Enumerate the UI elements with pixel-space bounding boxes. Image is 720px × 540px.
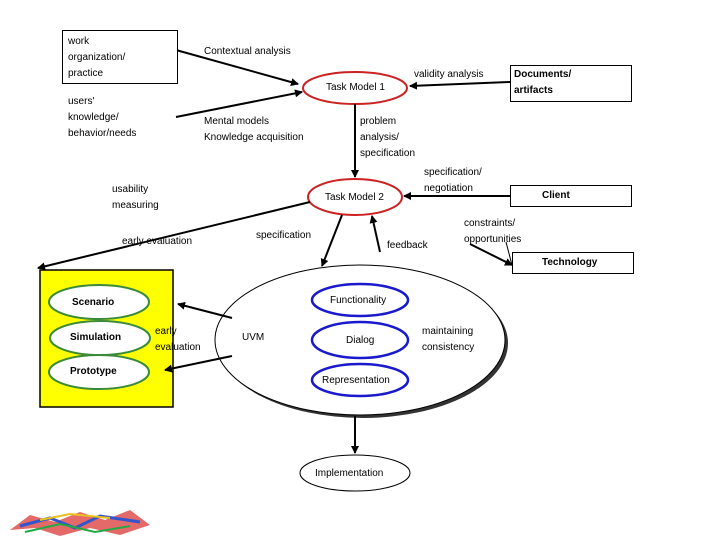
constraints-label: constraints/ opportunities (464, 218, 522, 245)
client-text: Client (542, 190, 570, 201)
early-evaluation-side-label: early evaluation (155, 326, 201, 353)
implementation-node (299, 454, 411, 492)
simulation-text: Simulation (70, 332, 122, 343)
logo-image (10, 510, 150, 536)
representation-text: Representation (322, 375, 390, 386)
arrow-feedback-to-tm2 (369, 215, 381, 253)
specification-label: specification (256, 230, 312, 241)
arrow-constraints (469, 243, 513, 266)
scenario-text: Scenario (72, 297, 115, 308)
early-evaluation-top-label: early evaluation (122, 236, 193, 247)
dialog-text: Dialog (346, 335, 375, 346)
usability-measuring-label: usability measuring (112, 184, 159, 211)
line-technology (505, 241, 513, 266)
technology-box (512, 252, 634, 274)
mental-models-label: Mental models Knowledge acquisition (204, 116, 304, 143)
scenario-node (48, 284, 150, 320)
maintaining-consistency-label: maintaining consistency (422, 326, 475, 353)
prototype-node (48, 354, 150, 390)
feedback-label: feedback (387, 240, 428, 251)
work-organization-text: work organization/ practice (68, 36, 126, 79)
arrow-docs-to-tm1 (409, 81, 511, 90)
dialog-node (310, 320, 410, 360)
users-text: users' knowledge/ behavior/needs (68, 96, 137, 139)
contextual-analysis-label: Contextual analysis (204, 46, 291, 57)
representation-node (310, 362, 410, 398)
arrow-uvm-to-scenario (177, 301, 233, 319)
implementation-text: Implementation (315, 468, 384, 479)
arrow-tm2-to-prototype (37, 201, 311, 271)
task-model-2-node (307, 178, 403, 216)
technology-text: Technology (542, 257, 598, 268)
validity-analysis-label: validity analysis (414, 69, 484, 80)
client-box (510, 185, 632, 207)
work-organization-box (62, 30, 178, 84)
arrow-users-to-tm1 (175, 89, 303, 118)
arrow-tm2-to-functionality (320, 214, 343, 267)
task-model-1-text: Task Model 1 (326, 82, 385, 93)
documents-text: Documents/ artifacts (514, 69, 572, 96)
prototype-text: Prototype (70, 366, 117, 377)
problem-analysis-label: problem analysis/ specification (360, 116, 416, 159)
uvm-text: UVM (242, 332, 265, 343)
spec-negotiation-label: specification/ negotiation (424, 167, 482, 194)
task-model-2-text: Task Model 2 (325, 192, 384, 203)
arrow-uvm-to-prototype (164, 355, 233, 373)
arrow-work-to-tm1 (175, 49, 299, 86)
documents-box (510, 65, 632, 102)
functionality-node (310, 282, 410, 318)
functionality-text: Functionality (330, 295, 387, 306)
